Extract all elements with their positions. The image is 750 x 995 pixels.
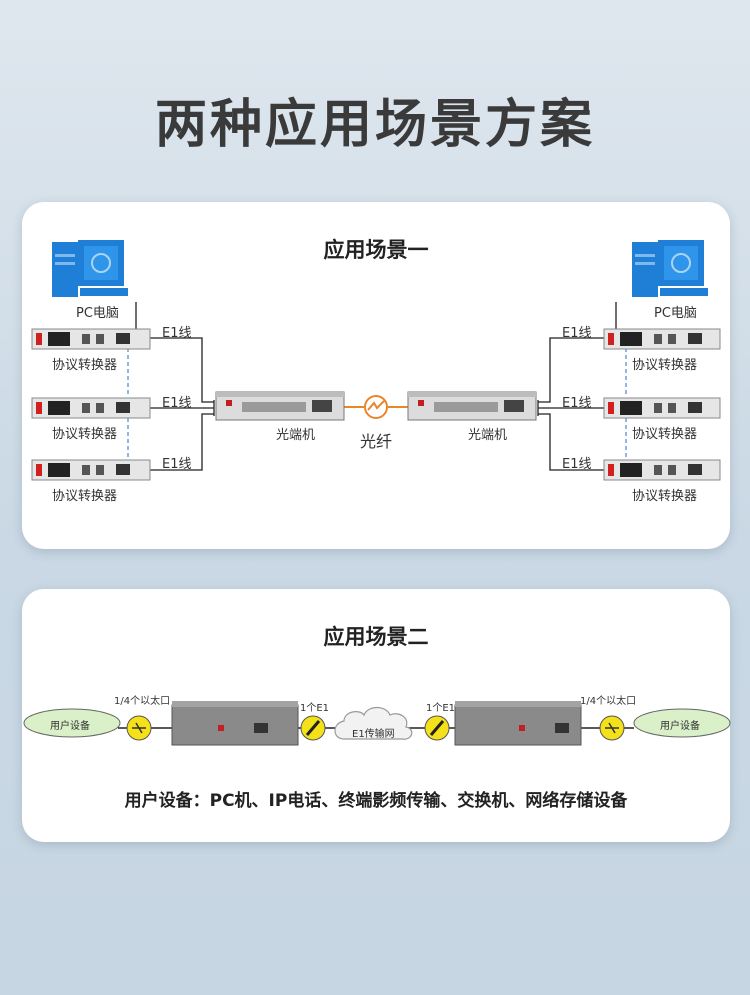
e1-line-label-right-1: E1线 bbox=[562, 326, 592, 341]
e1-label-right: 1个E1 bbox=[426, 703, 456, 714]
user-device-ellipse-left bbox=[23, 708, 121, 738]
e1-label-left: 1个E1 bbox=[300, 703, 330, 714]
converter-label-right-1: 协议转换器 bbox=[632, 358, 698, 373]
converter-label-left-3: 协议转换器 bbox=[52, 489, 118, 504]
optical-terminal-label-left: 光端机 bbox=[276, 428, 316, 443]
e1-connector-icon-left bbox=[300, 715, 326, 741]
optical-terminal-label-right: 光端机 bbox=[468, 428, 508, 443]
scene-two-diagram bbox=[23, 701, 731, 746]
protocol-converter-left-2 bbox=[31, 397, 151, 419]
converter-label-left-2: 协议转换器 bbox=[52, 427, 118, 442]
e1-network-cloud-icon bbox=[334, 706, 413, 740]
e1-line-label-left-1: E1线 bbox=[162, 326, 192, 341]
e1-converter-device-right bbox=[454, 701, 582, 746]
scene-one-diagram bbox=[31, 240, 721, 481]
ethernet-connector-icon-left bbox=[126, 715, 152, 741]
cloud-label: E1传输网 bbox=[352, 729, 395, 740]
scene-one-title: 应用场景一 bbox=[323, 238, 429, 262]
e1-line-label-right-2: E1线 bbox=[562, 396, 592, 411]
converter-label-right-2: 协议转换器 bbox=[632, 427, 698, 442]
protocol-converter-left-3 bbox=[31, 459, 151, 481]
e1-line-label-right-3: E1线 bbox=[562, 457, 592, 472]
e1-converter-device-left bbox=[171, 701, 299, 746]
pc-label-right: PC电脑 bbox=[654, 306, 697, 321]
converter-label-left-1: 协议转换器 bbox=[52, 358, 118, 373]
protocol-converter-left-1 bbox=[31, 328, 151, 350]
user-device-description: 用户设备：PC机、IP电话、终端影频传输、交换机、网络存储设备 bbox=[124, 791, 628, 811]
optical-terminal-left bbox=[215, 391, 345, 421]
protocol-converter-right-2 bbox=[603, 397, 721, 419]
fiber-label: 光纤 bbox=[360, 432, 393, 451]
user-device-label-right: 用户设备 bbox=[660, 721, 700, 732]
protocol-converter-right-3 bbox=[603, 459, 721, 481]
pc-computer-icon-right bbox=[632, 240, 708, 297]
page-title: 两种应用场景方案 bbox=[154, 95, 595, 155]
scene-two-title: 应用场景二 bbox=[323, 625, 429, 649]
converter-label-right-3: 协议转换器 bbox=[632, 489, 698, 504]
scene-one-dashed-links bbox=[127, 348, 627, 458]
e1-connector-icon-right bbox=[424, 715, 450, 741]
ethernet-label-right: 1/4个以太口 bbox=[580, 696, 637, 707]
scene-two-card: 应用场景二 bbox=[22, 589, 731, 842]
ethernet-connector-icon-right bbox=[599, 715, 625, 741]
optical-terminal-right bbox=[407, 391, 537, 421]
user-device-label-left: 用户设备 bbox=[50, 721, 90, 732]
ethernet-label-left: 1/4个以太口 bbox=[114, 696, 171, 707]
scene-one-wires bbox=[135, 302, 617, 471]
scene-one-card: 应用场景一 bbox=[22, 202, 730, 549]
e1-line-label-left-2: E1线 bbox=[162, 396, 192, 411]
protocol-converter-right-1 bbox=[603, 328, 721, 350]
user-device-ellipse-right bbox=[633, 708, 731, 738]
pc-label-left: PC电脑 bbox=[76, 306, 119, 321]
e1-line-label-left-3: E1线 bbox=[162, 457, 192, 472]
pc-computer-icon-left bbox=[52, 240, 128, 297]
fiber-icon bbox=[364, 395, 388, 419]
